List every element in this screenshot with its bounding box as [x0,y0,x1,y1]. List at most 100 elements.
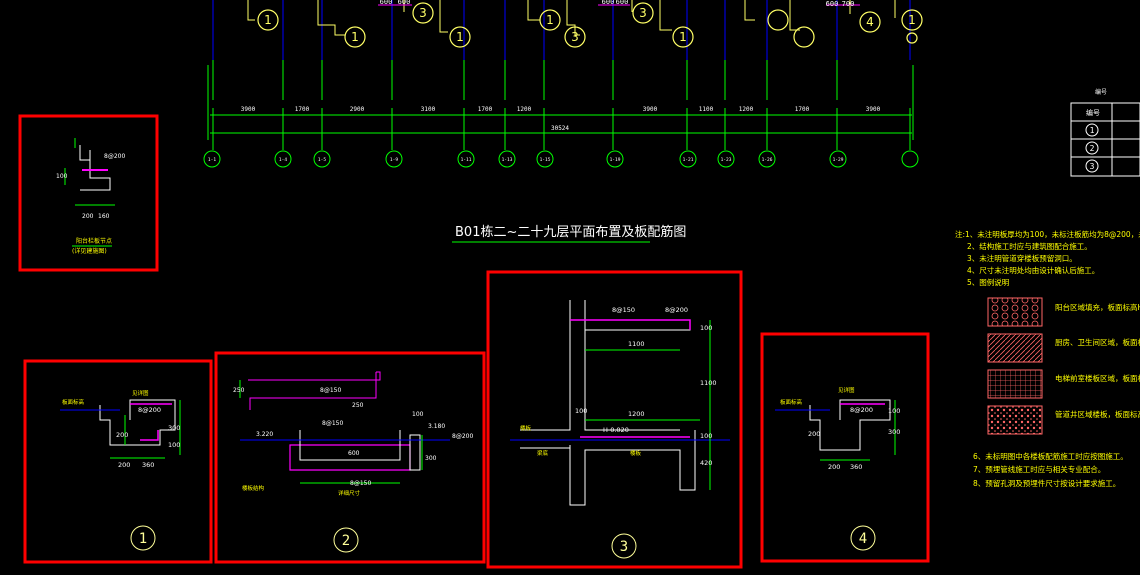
axis-label: 1-26 [762,157,773,163]
note-line: 6、未标明图中各楼板配筋施工时应按图施工。 [973,451,1128,461]
rebar-label: 8@200 [138,406,161,414]
dim-text: 1200 [628,410,645,418]
callout-num: 3 [571,30,579,44]
axis-bubbles [203,150,919,168]
detail-1: 200 360 300 100 200 8@200 板面标高 见详图 1 [60,389,181,551]
callout-num: 3 [419,6,427,20]
note-line: 注:1、未注明板厚均为100，未标注板筋均为8@200，未注明尺寸标注见建施图。 [955,229,1140,239]
detail-note: 见详图 [132,389,149,397]
dim-text: 1100 [700,379,717,387]
dim-text: 420 [700,459,712,467]
note-line: 8、预留孔洞及预埋件尺寸按设计要求施工。 [973,478,1120,488]
callout-num: 3 [639,6,647,20]
dim-text: 100 [56,173,68,180]
callout-num: 4 [866,15,874,29]
dim-text: 1700 [295,106,310,113]
detail-note: 详细尺寸 [338,489,361,497]
elevation: H-0.020 [603,426,629,434]
dim-text: 360 [142,461,154,469]
dim-text: 360 [850,463,862,471]
dim-text: 100 [412,411,424,418]
detail-number: 1 [139,531,147,547]
note-line: 5、图例说明 [967,277,1009,287]
rebar-label: 8@150 [320,387,341,394]
rebar-label: 8@150 [350,480,371,487]
table-row: 2 [1090,144,1095,153]
table-header: 编号 [1086,108,1100,117]
detail-note: 楼板结构 [242,484,265,492]
axis-label: 1-5 [318,157,326,163]
elevation: 3.180 [428,423,445,430]
note-line: 4、尺寸未注明处均由设计确认后施工。 [967,265,1099,275]
axis-label: 1-21 [683,157,694,163]
rebar-label: 8@150 [612,306,635,314]
legend-swatch [987,297,1043,327]
callout-num: 1 [456,30,464,44]
axis-label: 1-23 [721,157,732,163]
detail-note: 楼板 [520,424,532,432]
small-dim: 600 [616,0,629,6]
notes: 注:1、未注明板厚均为100，未标注板筋均为8@200，未注明尺寸标注见建施图。… [955,229,1140,488]
detail-note: 见详图 [838,386,855,394]
dim-text: 300 [425,455,437,462]
dimension-chain [207,60,914,150]
note-line: 7、预埋管线施工时应与相关专业配合。 [973,464,1105,474]
detail-note: 板面标高 [780,398,803,406]
legend-swatch [987,333,1043,363]
dim-text: 300 [168,424,180,432]
dim-text: 1700 [795,106,810,113]
small-dim: 600 [398,0,411,6]
dim-text: 3900 [241,106,256,113]
callout-num: 1 [679,30,687,44]
dim-text: 100 [168,441,180,449]
axis-label: 1-1 [208,157,216,163]
legend-swatch [987,369,1043,399]
detail-callouts [257,2,923,48]
table-caption: 编号 [1095,88,1107,96]
dim-text: 600 [348,450,360,457]
dim-text: 100 [888,407,900,415]
dim-text: 3100 [421,106,436,113]
dim-text: 200 [82,213,94,220]
dim-text: 1200 [739,106,754,113]
dim-text: 100 [575,407,587,415]
dim-text: 200 [116,431,128,439]
dim-text: 100 [700,432,712,440]
detail-4: 200 360 300 100 200 8@200 板面标高 见详图 4 [775,386,900,551]
detail-note: 楼板 [630,449,642,457]
detail-number: 4 [859,531,867,547]
rebar-label: 8@150 [322,420,343,427]
table-row: 3 [1090,162,1095,171]
axis-label: 1-13 [502,157,513,163]
dim-text: 1700 [478,106,493,113]
dim-text: 100 [700,324,712,332]
dim-text: 250 [352,402,364,409]
detail-caption: 阳台栏板节点 [76,237,112,245]
dim-text: 3900 [866,106,881,113]
axis-label: 1-29 [833,157,844,163]
dim-text: 1200 [517,106,532,113]
rebar-label: 8@200 [850,406,873,414]
small-dim: 700 [842,0,855,8]
detail-caption: (详见建施图) [72,247,107,255]
legend-table [1070,102,1140,177]
callout-num: 1 [264,13,272,27]
axis-label: 1-11 [461,157,472,163]
dim-text: 1100 [699,106,714,113]
rebar-label: 8@200 [452,433,473,440]
small-dim: 600 [380,0,393,6]
detail-number: 2 [342,533,350,549]
dim-text: 200 [828,463,840,471]
detail-3: 1100 1200 1100 100 100 100 420 8@150 8@2… [510,300,730,559]
legend-text: 阳台区域填充，板面标高H=-0.020；板配筋8@150，双层双向配置 [1055,302,1140,312]
drawing-title: B01栋二~二十九层平面布置及板配筋图 [455,224,686,240]
dim-text: 300 [888,428,900,436]
dim-text: 250 [233,387,245,394]
callout-num: 1 [351,30,359,44]
detail-note: 板面标高 [62,398,85,406]
note-line: 3、未注明管道穿楼板预留洞口。 [967,253,1077,263]
rebar-label: 8@200 [104,153,125,160]
legend-swatch [987,405,1043,435]
dim-text: 3900 [643,106,658,113]
